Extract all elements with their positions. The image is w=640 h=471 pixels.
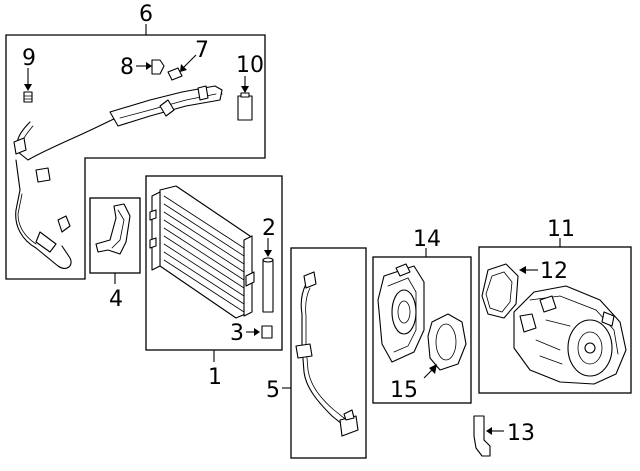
callout-12: 12 (540, 259, 568, 284)
group-6-frame (5, 34, 266, 280)
callout-8: 8 (120, 55, 134, 80)
group-14-clutch (372, 248, 472, 404)
group-11-compressor (478, 238, 632, 394)
callout-11: 11 (547, 217, 575, 242)
group-14-frame (372, 256, 472, 404)
part-7-bolt (167, 54, 197, 81)
callout-4: 4 (109, 287, 123, 312)
clutch-coil (427, 313, 467, 371)
part-8-cap (136, 59, 165, 75)
compressor-body (513, 285, 627, 385)
group-1-condenser (145, 175, 283, 362)
ac-hose-line (13, 85, 223, 269)
part-2-receiver-drier (262, 238, 274, 313)
part-3-plug (246, 325, 273, 339)
part-15-leader (423, 364, 437, 379)
condenser-core (149, 185, 255, 319)
callout-7: 7 (195, 38, 209, 63)
callout-9: 9 (22, 46, 36, 71)
group-4-bracket (89, 197, 141, 284)
callout-13: 13 (507, 421, 535, 446)
callout-14: 14 (413, 227, 441, 252)
part-12-gasket (481, 263, 538, 319)
part-10-oil-bottle (237, 76, 253, 121)
part-13-bracket (473, 415, 504, 457)
callout-6: 6 (139, 2, 153, 27)
group-5-discharge-hose (282, 247, 367, 459)
callout-5: 5 (266, 378, 280, 403)
callout-1: 1 (208, 365, 222, 390)
group-11-frame (478, 246, 632, 394)
callout-3: 3 (230, 321, 244, 346)
callout-2: 2 (262, 216, 276, 241)
part-9-valve-core (23, 68, 33, 103)
callout-15: 15 (390, 378, 418, 403)
clutch-pulley (377, 263, 425, 363)
group-6-hose-assembly (5, 24, 266, 280)
group-5-frame (290, 247, 367, 459)
callout-10: 10 (236, 53, 264, 78)
